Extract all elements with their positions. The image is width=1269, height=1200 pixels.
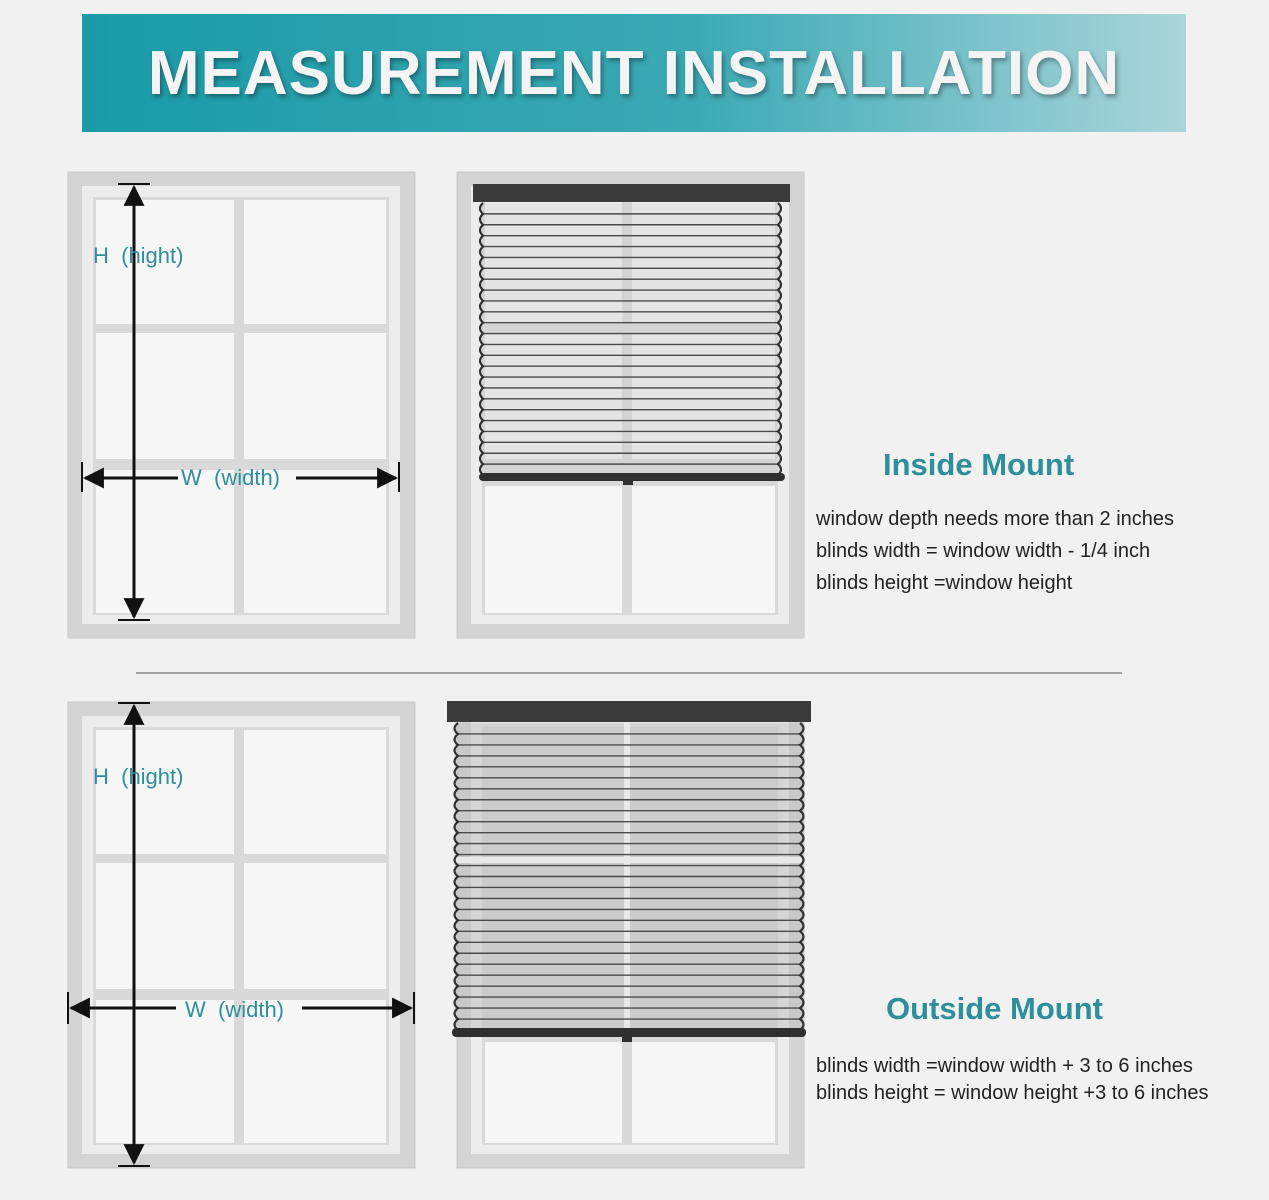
blind-right-edge bbox=[798, 722, 805, 1031]
width-label-outside: W (width) bbox=[185, 997, 284, 1022]
outside-mount-title: Outside Mount bbox=[886, 991, 1103, 1026]
banner-title: MEASUREMENT INSTALLATION bbox=[147, 38, 1121, 108]
height-arrow-inside bbox=[118, 183, 150, 621]
blind-inside bbox=[473, 184, 790, 485]
inside-mount-note: window depth needs more than 2 inches bbox=[816, 508, 1175, 530]
inside-mount-title: Inside Mount bbox=[883, 447, 1075, 482]
title-banner: MEASUREMENT INSTALLATION bbox=[82, 14, 1186, 132]
window-inside-blind bbox=[456, 171, 805, 639]
height-arrow-outside bbox=[118, 702, 150, 1167]
width-arrow-outside bbox=[67, 992, 415, 1024]
outside-mount-notes: blinds width =window width + 3 to 6 inch… bbox=[816, 1053, 1209, 1107]
blind-outside bbox=[447, 701, 811, 1042]
inside-mount-note: blinds height =window height bbox=[816, 572, 1073, 594]
inside-mount-notes: window depth needs more than 2 inches bl… bbox=[816, 503, 1174, 599]
width-arrow-inside bbox=[81, 462, 400, 492]
inside-mount-note: blinds width = window width - 1/4 inch bbox=[816, 540, 1151, 562]
blind-right-edge bbox=[776, 202, 783, 476]
outside-mount-note: blinds width =window width + 3 to 6 inch… bbox=[816, 1055, 1193, 1077]
height-label-inside: H (hight) bbox=[93, 243, 183, 268]
width-label-inside: W (width) bbox=[181, 465, 280, 490]
blind-left-edge bbox=[453, 722, 460, 1031]
window-inside-measure bbox=[67, 171, 416, 639]
outside-mount-note: blinds height = window height +3 to 6 in… bbox=[816, 1082, 1209, 1104]
blind-left-edge bbox=[478, 202, 485, 476]
height-label-outside: H (hight) bbox=[93, 764, 183, 789]
